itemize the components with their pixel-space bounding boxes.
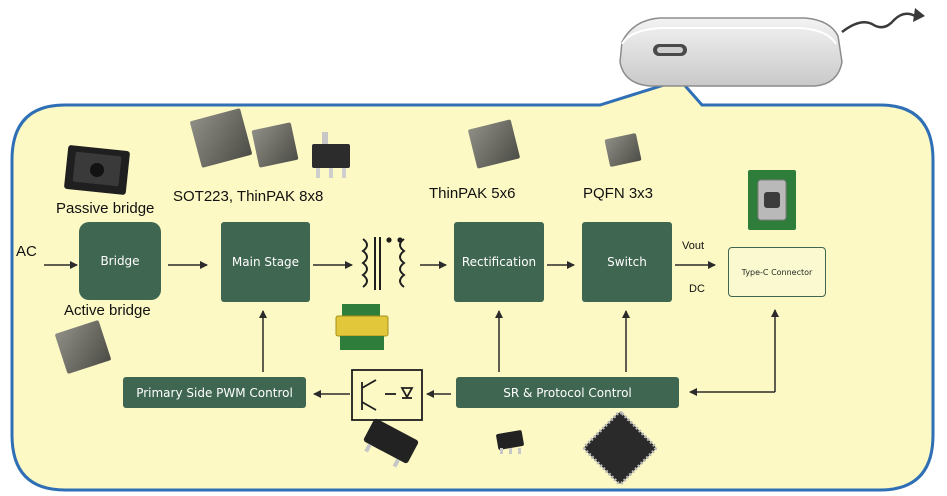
ac-input-label: AC xyxy=(16,243,37,260)
switch-label: Switch xyxy=(607,255,647,269)
main-packages-label: SOT223, ThinPAK 8x8 xyxy=(173,188,324,205)
usb-c-module-icon xyxy=(748,170,796,230)
pwm-control-label: Primary Side PWM Control xyxy=(136,385,293,400)
active-bridge-package-icon xyxy=(55,320,111,374)
pqfn-package-icon xyxy=(604,133,642,167)
transformer-module-icon xyxy=(335,304,389,350)
vout-label: Vout xyxy=(682,240,705,252)
qfn-controller-package-icon xyxy=(582,410,658,486)
switch-package-label: PQFN 3x3 xyxy=(583,185,654,202)
sr-protocol-control-block: SR & Protocol Control xyxy=(456,377,679,408)
pwm-control-block: Primary Side PWM Control xyxy=(123,377,306,408)
passive-bridge-label: Passive bridge xyxy=(56,200,155,217)
optocoupler-package-icon xyxy=(363,418,419,468)
sot-small-package-icon xyxy=(496,430,524,454)
bridge-label: Bridge xyxy=(100,254,140,268)
thinpak-5x6-package-icon xyxy=(468,119,520,169)
dc-label: DC xyxy=(689,283,705,295)
main-stage-block: Main Stage xyxy=(221,222,310,302)
transformer-symbol-icon xyxy=(361,237,406,290)
optocoupler-symbol-icon xyxy=(351,369,423,421)
rectification-label: Rectification xyxy=(461,255,537,269)
switch-block: Switch xyxy=(582,222,672,302)
active-bridge-label: Active bridge xyxy=(64,302,151,319)
thinpak-package-icon xyxy=(190,108,299,168)
flow-arrows xyxy=(44,261,779,398)
charger-device-icon xyxy=(619,8,925,87)
main-stage-label: Main Stage xyxy=(231,255,300,269)
sot223-package-icon xyxy=(312,132,350,178)
rectification-block: Rectification xyxy=(454,222,544,302)
bridge-block: Bridge xyxy=(79,222,161,300)
rectification-package-label: ThinPAK 5x6 xyxy=(429,185,516,202)
sr-control-label: SR & Protocol Control xyxy=(503,385,632,400)
bridge-rectifier-package-icon xyxy=(64,145,130,195)
type-c-connector-block: Type-C Connector xyxy=(728,247,826,297)
connector-label: Type-C Connector xyxy=(741,267,813,277)
